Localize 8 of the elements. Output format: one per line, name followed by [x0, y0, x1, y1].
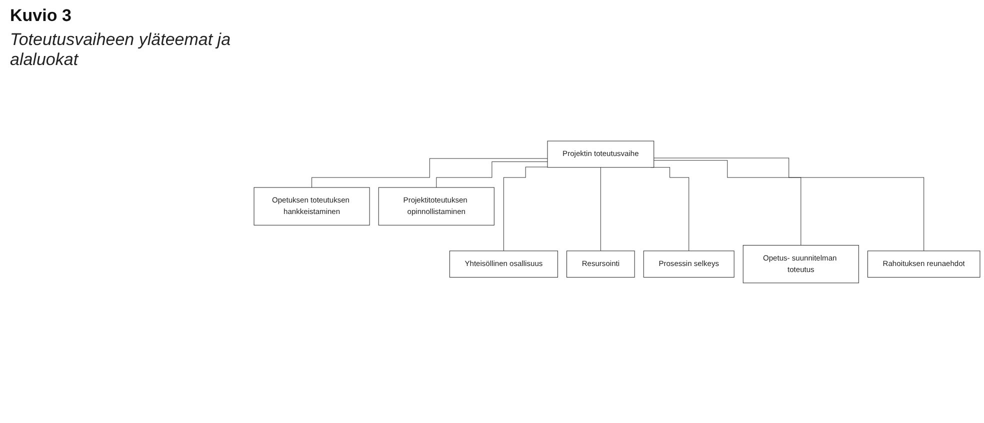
connector: [654, 157, 924, 251]
connector: [312, 158, 548, 188]
connector: [436, 161, 548, 188]
connector: [654, 160, 802, 246]
figure-title: Kuvio 3: [10, 6, 72, 26]
connector: [503, 166, 548, 251]
figure-caption: Toteutusvaiheen yläteemat ja alaluokat: [10, 30, 232, 70]
connector: [600, 166, 601, 251]
